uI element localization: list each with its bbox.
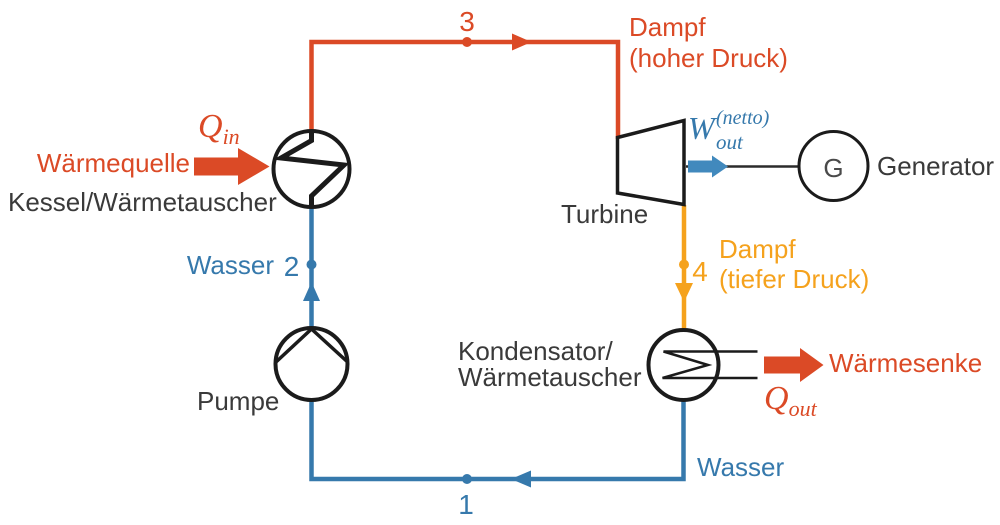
work-out-label: W(netto)out (688, 107, 770, 154)
steam-high-label-line2: (hoher Druck) (629, 43, 788, 73)
water-return-label: Wasser (697, 452, 784, 482)
work-out-arrow-icon (688, 155, 728, 178)
pump-impeller-icon (274, 326, 348, 364)
state-label-4: 4 (692, 256, 708, 287)
q-out-base: Q (764, 380, 789, 417)
pipe-steam-high-pressure (309, 39, 621, 140)
turbine-symbol (615, 118, 686, 207)
steam-high-label-line1: Dampf (629, 12, 706, 42)
state-dot-4 (679, 259, 689, 270)
q-out-label: Qout (764, 380, 818, 421)
q-in-sub: in (223, 124, 240, 149)
generator-symbol-letter: G (823, 153, 843, 183)
condenser-coil-icon (662, 350, 758, 380)
state-dot-3 (462, 37, 472, 47)
turbine-label: Turbine (561, 199, 648, 229)
state-label-1: 1 (458, 489, 474, 520)
condenser-symbol (646, 328, 721, 402)
state-label-2: 2 (284, 251, 300, 282)
generator-label: Generator (877, 151, 994, 181)
state-dot-2 (306, 259, 317, 270)
flow-arrow-steam-high-icon (512, 33, 532, 51)
pipe-water-return (309, 390, 686, 482)
q-in-label: Qin (198, 108, 240, 149)
work-out-base: W (688, 110, 718, 146)
work-out-sub: out (716, 130, 744, 154)
boiler-label: Kessel/Wärmetauscher (8, 187, 277, 217)
heat-sink-label: Wärmesenke (829, 348, 982, 378)
pump-label: Pumpe (197, 386, 279, 416)
boiler-coil-icon (273, 132, 350, 206)
heat-out-arrow-icon (764, 348, 824, 382)
steam-low-label-line1: Dampf (719, 234, 796, 264)
steam-low-label-line2: (tiefer Druck) (719, 264, 869, 294)
generator-symbol-circle (797, 130, 870, 202)
flow-arrow-water-return-icon (511, 470, 531, 488)
condenser-label-line2: Wärmetauscher (458, 362, 642, 392)
condenser-label-line1: Kondensator/ (458, 336, 613, 366)
water-feed-label: Wasser (187, 250, 274, 280)
heat-in-arrow-icon (194, 148, 270, 185)
flow-arrow-water-feed-icon (303, 282, 320, 301)
q-out-sub: out (789, 396, 818, 421)
work-out-sup: (netto) (716, 107, 770, 129)
flow-arrow-steam-low-icon (675, 283, 693, 302)
state-dot-1 (462, 474, 472, 484)
heat-source-label: Wärmequelle (37, 148, 190, 178)
state-label-3: 3 (459, 6, 475, 37)
pump-symbol (273, 326, 350, 402)
q-in-base: Q (198, 108, 223, 145)
